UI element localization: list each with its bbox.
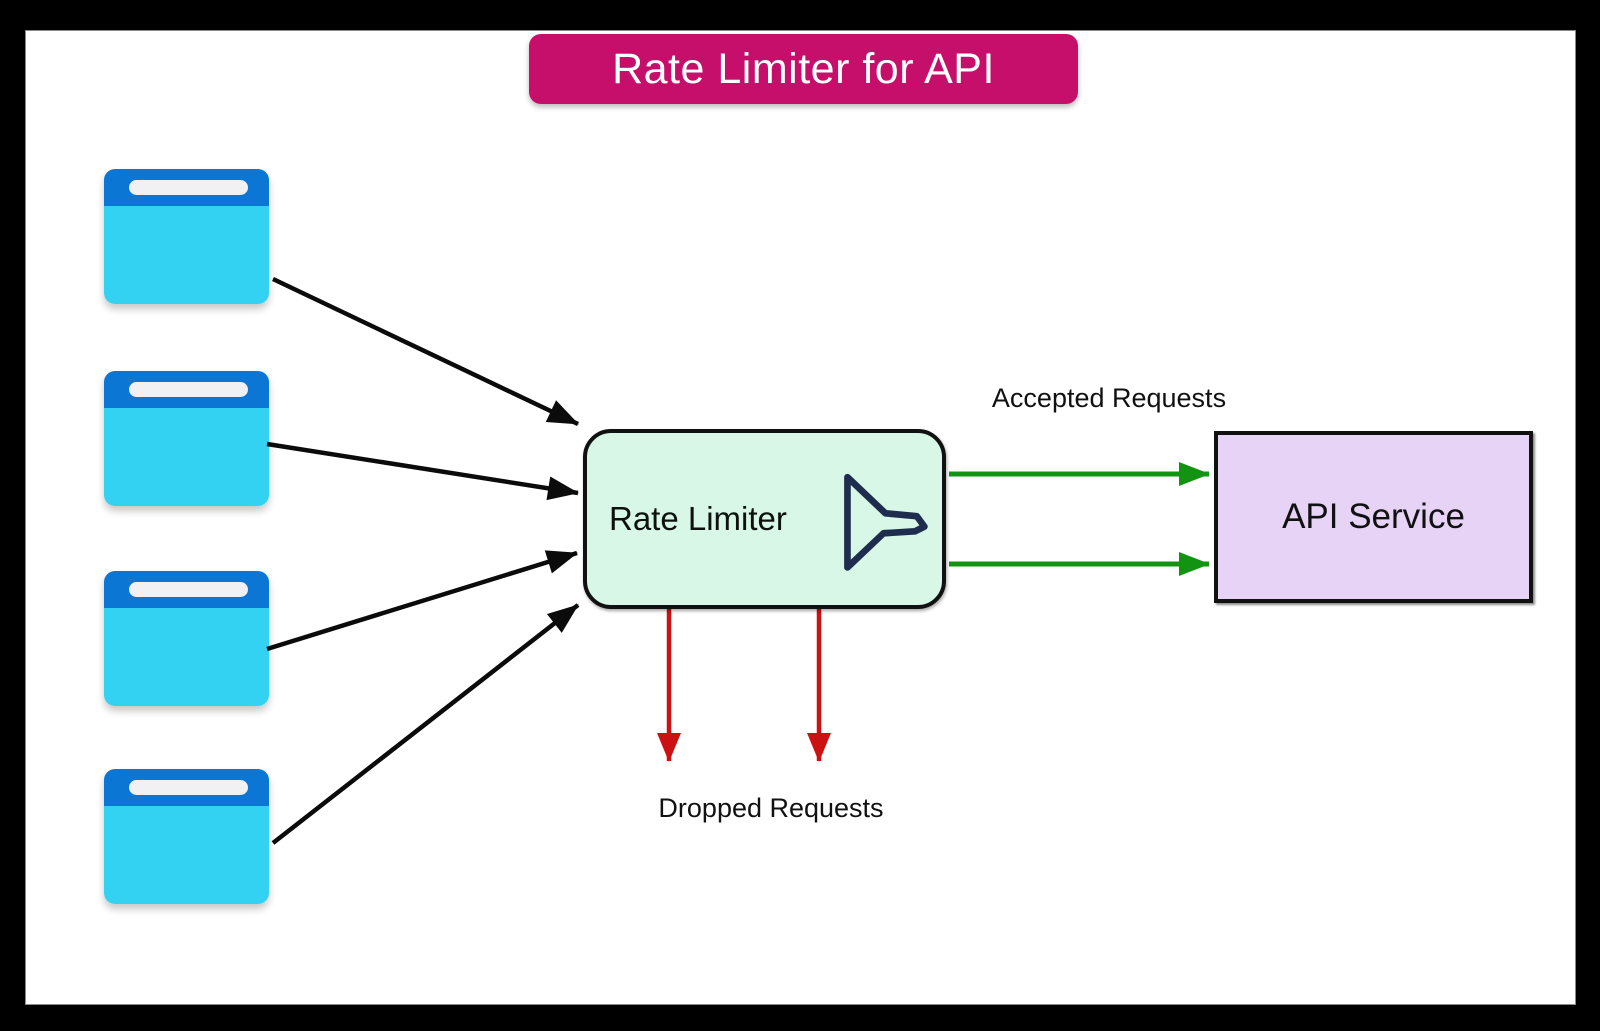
funnel-icon-path	[844, 473, 928, 571]
request-arrow-client2	[266, 441, 579, 501]
accepted-requests-label: Accepted Requests	[991, 383, 1227, 413]
client-window-titlebar	[104, 571, 269, 608]
dropped-requests-label: Dropped Requests	[658, 793, 884, 823]
client-window-body	[104, 806, 269, 904]
api-service-label: API Service	[1282, 497, 1465, 536]
client-window-titlebar	[104, 371, 269, 408]
client-addressbar	[129, 780, 248, 795]
diagram-canvas: Rate Limiter for API	[25, 30, 1576, 1005]
request-arrow-client3	[266, 550, 578, 652]
client-window-titlebar	[104, 769, 269, 806]
client-icon-2	[104, 371, 269, 506]
client-icon-3	[104, 571, 269, 706]
request-arrow-client1	[272, 276, 579, 427]
client-window-body	[104, 206, 269, 304]
funnel-icon	[816, 462, 934, 576]
client-addressbar	[129, 180, 248, 195]
client-addressbar	[129, 582, 248, 597]
diagram-title-text: Rate Limiter for API	[612, 44, 995, 93]
client-window-titlebar	[104, 169, 269, 206]
diagram-title-banner: Rate Limiter for API	[529, 34, 1078, 104]
api-service-node: API Service	[1214, 431, 1533, 603]
client-icon-1	[104, 169, 269, 304]
rate-limiter-label: Rate Limiter	[609, 500, 787, 537]
rate-limiter-node: Rate Limiter	[583, 429, 946, 609]
request-arrow-client4	[271, 603, 580, 845]
client-addressbar	[129, 382, 248, 397]
client-icon-4	[104, 769, 269, 904]
client-window-body	[104, 608, 269, 706]
client-window-body	[104, 408, 269, 506]
